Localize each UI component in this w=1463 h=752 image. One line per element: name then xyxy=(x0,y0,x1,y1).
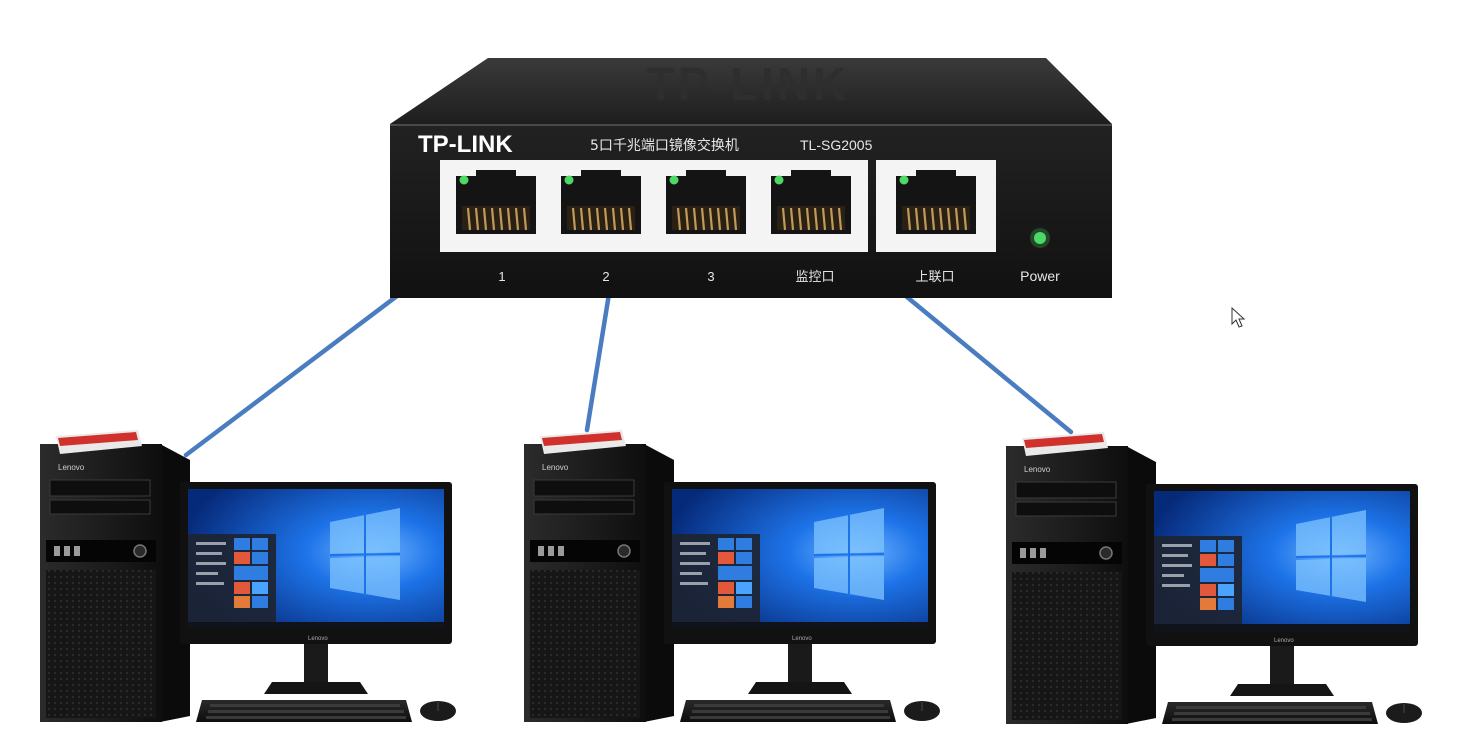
port-1 xyxy=(446,164,546,244)
computer-2 xyxy=(523,429,941,723)
port-label-monitor: 监控口 xyxy=(795,270,834,285)
port-label-uplink: 上联口 xyxy=(915,270,954,285)
port-3 xyxy=(656,164,756,244)
switch-top xyxy=(390,58,1112,124)
computer-1 xyxy=(39,429,457,723)
switch-model: TL-SG2005 xyxy=(800,137,873,153)
switch: TP-LINK TP-LINK 5口千兆端口镜像交换机 TL-SG2005 1 … xyxy=(390,58,1112,298)
port-uplink xyxy=(886,164,986,244)
power-label: Power xyxy=(1020,268,1060,284)
port-2 xyxy=(551,164,651,244)
port-monitor xyxy=(761,164,861,244)
switch-brand: TP-LINK xyxy=(418,131,513,158)
switch-description: 5口千兆端口镜像交换机 xyxy=(590,137,739,154)
port-label-2: 2 xyxy=(602,269,609,284)
power-led-icon xyxy=(1034,232,1046,244)
mouse-cursor-icon xyxy=(1231,306,1246,328)
port-label-3: 3 xyxy=(707,269,714,284)
computer-3 xyxy=(1005,431,1423,725)
port-label-1: 1 xyxy=(498,269,505,284)
switch-top-brand: TP-LINK xyxy=(647,58,849,110)
